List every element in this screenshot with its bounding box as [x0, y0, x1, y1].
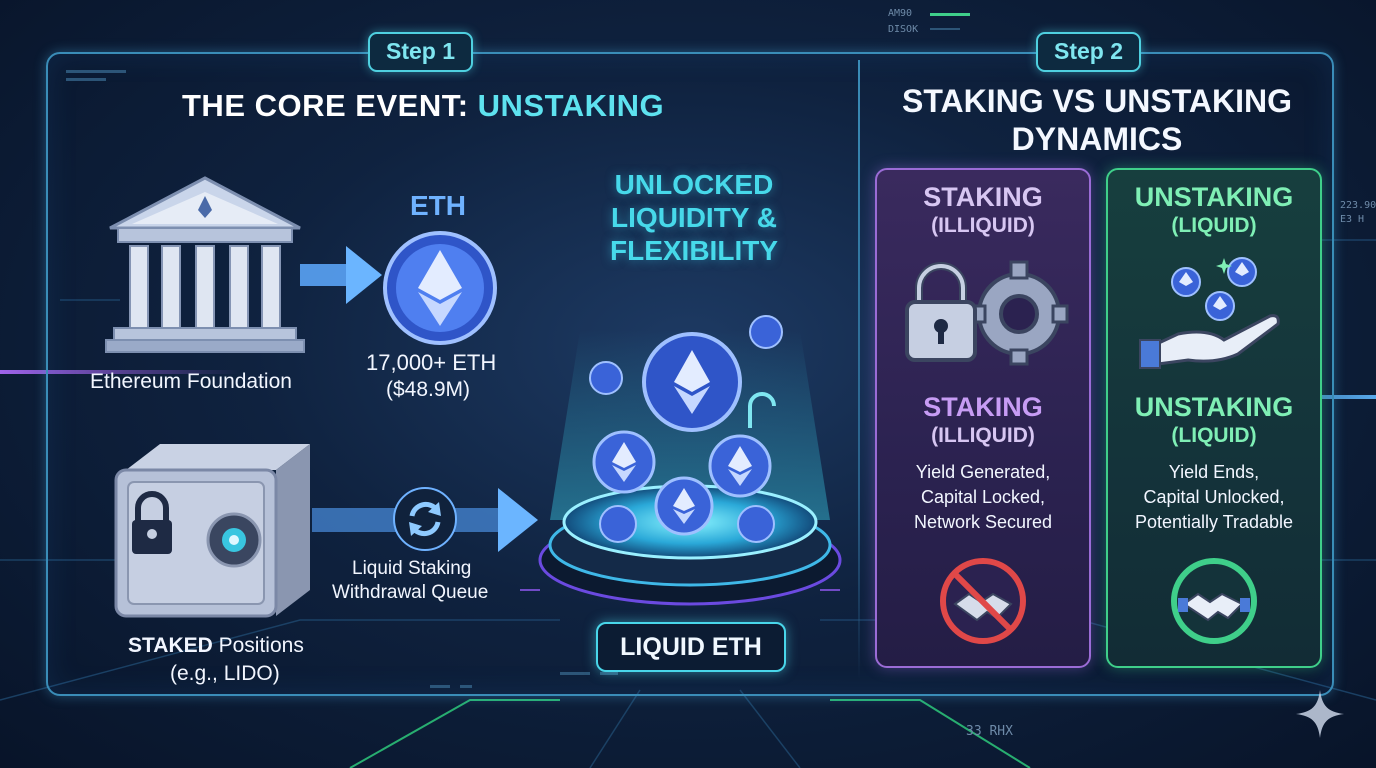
title-accent: UNSTAKING [477, 88, 665, 123]
unstaking-desc-3: Potentially Tradable [1134, 512, 1294, 532]
eth-coin-icon [749, 315, 783, 349]
hud-readout: DISOK [888, 24, 919, 35]
handshake-icon [1171, 558, 1257, 644]
liquid-eth-badge: LIQUID ETH [596, 622, 786, 672]
padlock-icon [905, 262, 977, 362]
eth-coin-icon [592, 430, 656, 494]
section-divider [858, 60, 860, 680]
step2-badge: Step 2 [1036, 32, 1142, 72]
sparkle-icon [1296, 690, 1344, 738]
staking-desc-2: Capital Locked, [920, 487, 1046, 507]
core-event-title: THE CORE EVENT: UNSTAKING [182, 88, 665, 123]
arrow-right-icon [300, 246, 382, 304]
eth-coin-cluster [589, 315, 783, 543]
staking-desc-1: Yield Generated, [915, 462, 1051, 482]
unstaking-desc-1: Yield Ends, [1168, 462, 1260, 482]
eth-coin-icon [654, 476, 714, 536]
staked-label: STAKED Positions [128, 634, 304, 657]
hud-readout: 33 RHX [966, 724, 1013, 739]
bank-icon [105, 176, 305, 353]
open-lock-icon [748, 392, 776, 428]
eth-coin-icon [1171, 267, 1201, 297]
unstaking-desc-2: Capital Unlocked, [1143, 487, 1285, 507]
no-handshake-icon [940, 558, 1026, 644]
unstaking-subtitle: (LIQUID) [1171, 214, 1257, 237]
liquidity-title: UNLOCKED LIQUIDITY & FLEXIBILITY [610, 169, 778, 266]
eth-value: ($48.9M) [386, 378, 471, 401]
staked-example: (e.g., LIDO) [170, 662, 280, 685]
hud-readout: E3 H [1340, 214, 1365, 225]
eth-coin-icon [1227, 257, 1257, 287]
staking-card: STAKING (ILLIQUID) STAKING (ILLIQUID) Yi… [875, 168, 1091, 668]
padlock-gear-icon [905, 260, 1069, 366]
sparkle-icon [1216, 258, 1232, 274]
unstaking-subtitle-2: (LIQUID) [1171, 424, 1257, 447]
staking-desc-3: Network Secured [913, 512, 1053, 532]
refresh-icon [393, 487, 457, 551]
staking-title-2: STAKING [923, 392, 1043, 422]
staking-subtitle: (ILLIQUID) [931, 214, 1035, 237]
eth-coin-icon [383, 231, 497, 345]
staking-title: STAKING [923, 182, 1043, 212]
main-frame [46, 52, 1334, 696]
dynamics-title: STAKING VS UNSTAKING DYNAMICS [902, 83, 1292, 157]
eth-label: ETH [410, 190, 466, 221]
staking-subtitle-2: (ILLIQUID) [931, 424, 1035, 447]
eth-coin-icon [1205, 291, 1235, 321]
foundation-label: Ethereum Foundation [90, 370, 292, 393]
eth-coin-icon [599, 505, 637, 543]
hud-readout: AM90 [888, 8, 913, 19]
eth-coin-icon [589, 361, 623, 395]
queue-label-1: Liquid Staking [352, 558, 472, 579]
eth-coin-icon [708, 434, 772, 498]
step1-badge: Step 1 [368, 32, 474, 72]
vault-icon [114, 444, 310, 618]
eth-coin-icon [642, 332, 742, 432]
eth-amount: 17,000+ ETH [366, 350, 497, 375]
unstaking-title-2: UNSTAKING [1134, 392, 1294, 422]
gear-icon [969, 260, 1069, 366]
unstaking-title: UNSTAKING [1134, 182, 1294, 212]
queue-label-2: Withdrawal Queue [332, 582, 489, 603]
unstaking-card: UNSTAKING (LIQUID) UNSTAKING (LIQUID) Yi… [1106, 168, 1322, 668]
eth-coin-icon [737, 505, 775, 543]
hud-readout: 223.90 [1340, 200, 1376, 211]
hand-coins-icon [1139, 257, 1280, 369]
